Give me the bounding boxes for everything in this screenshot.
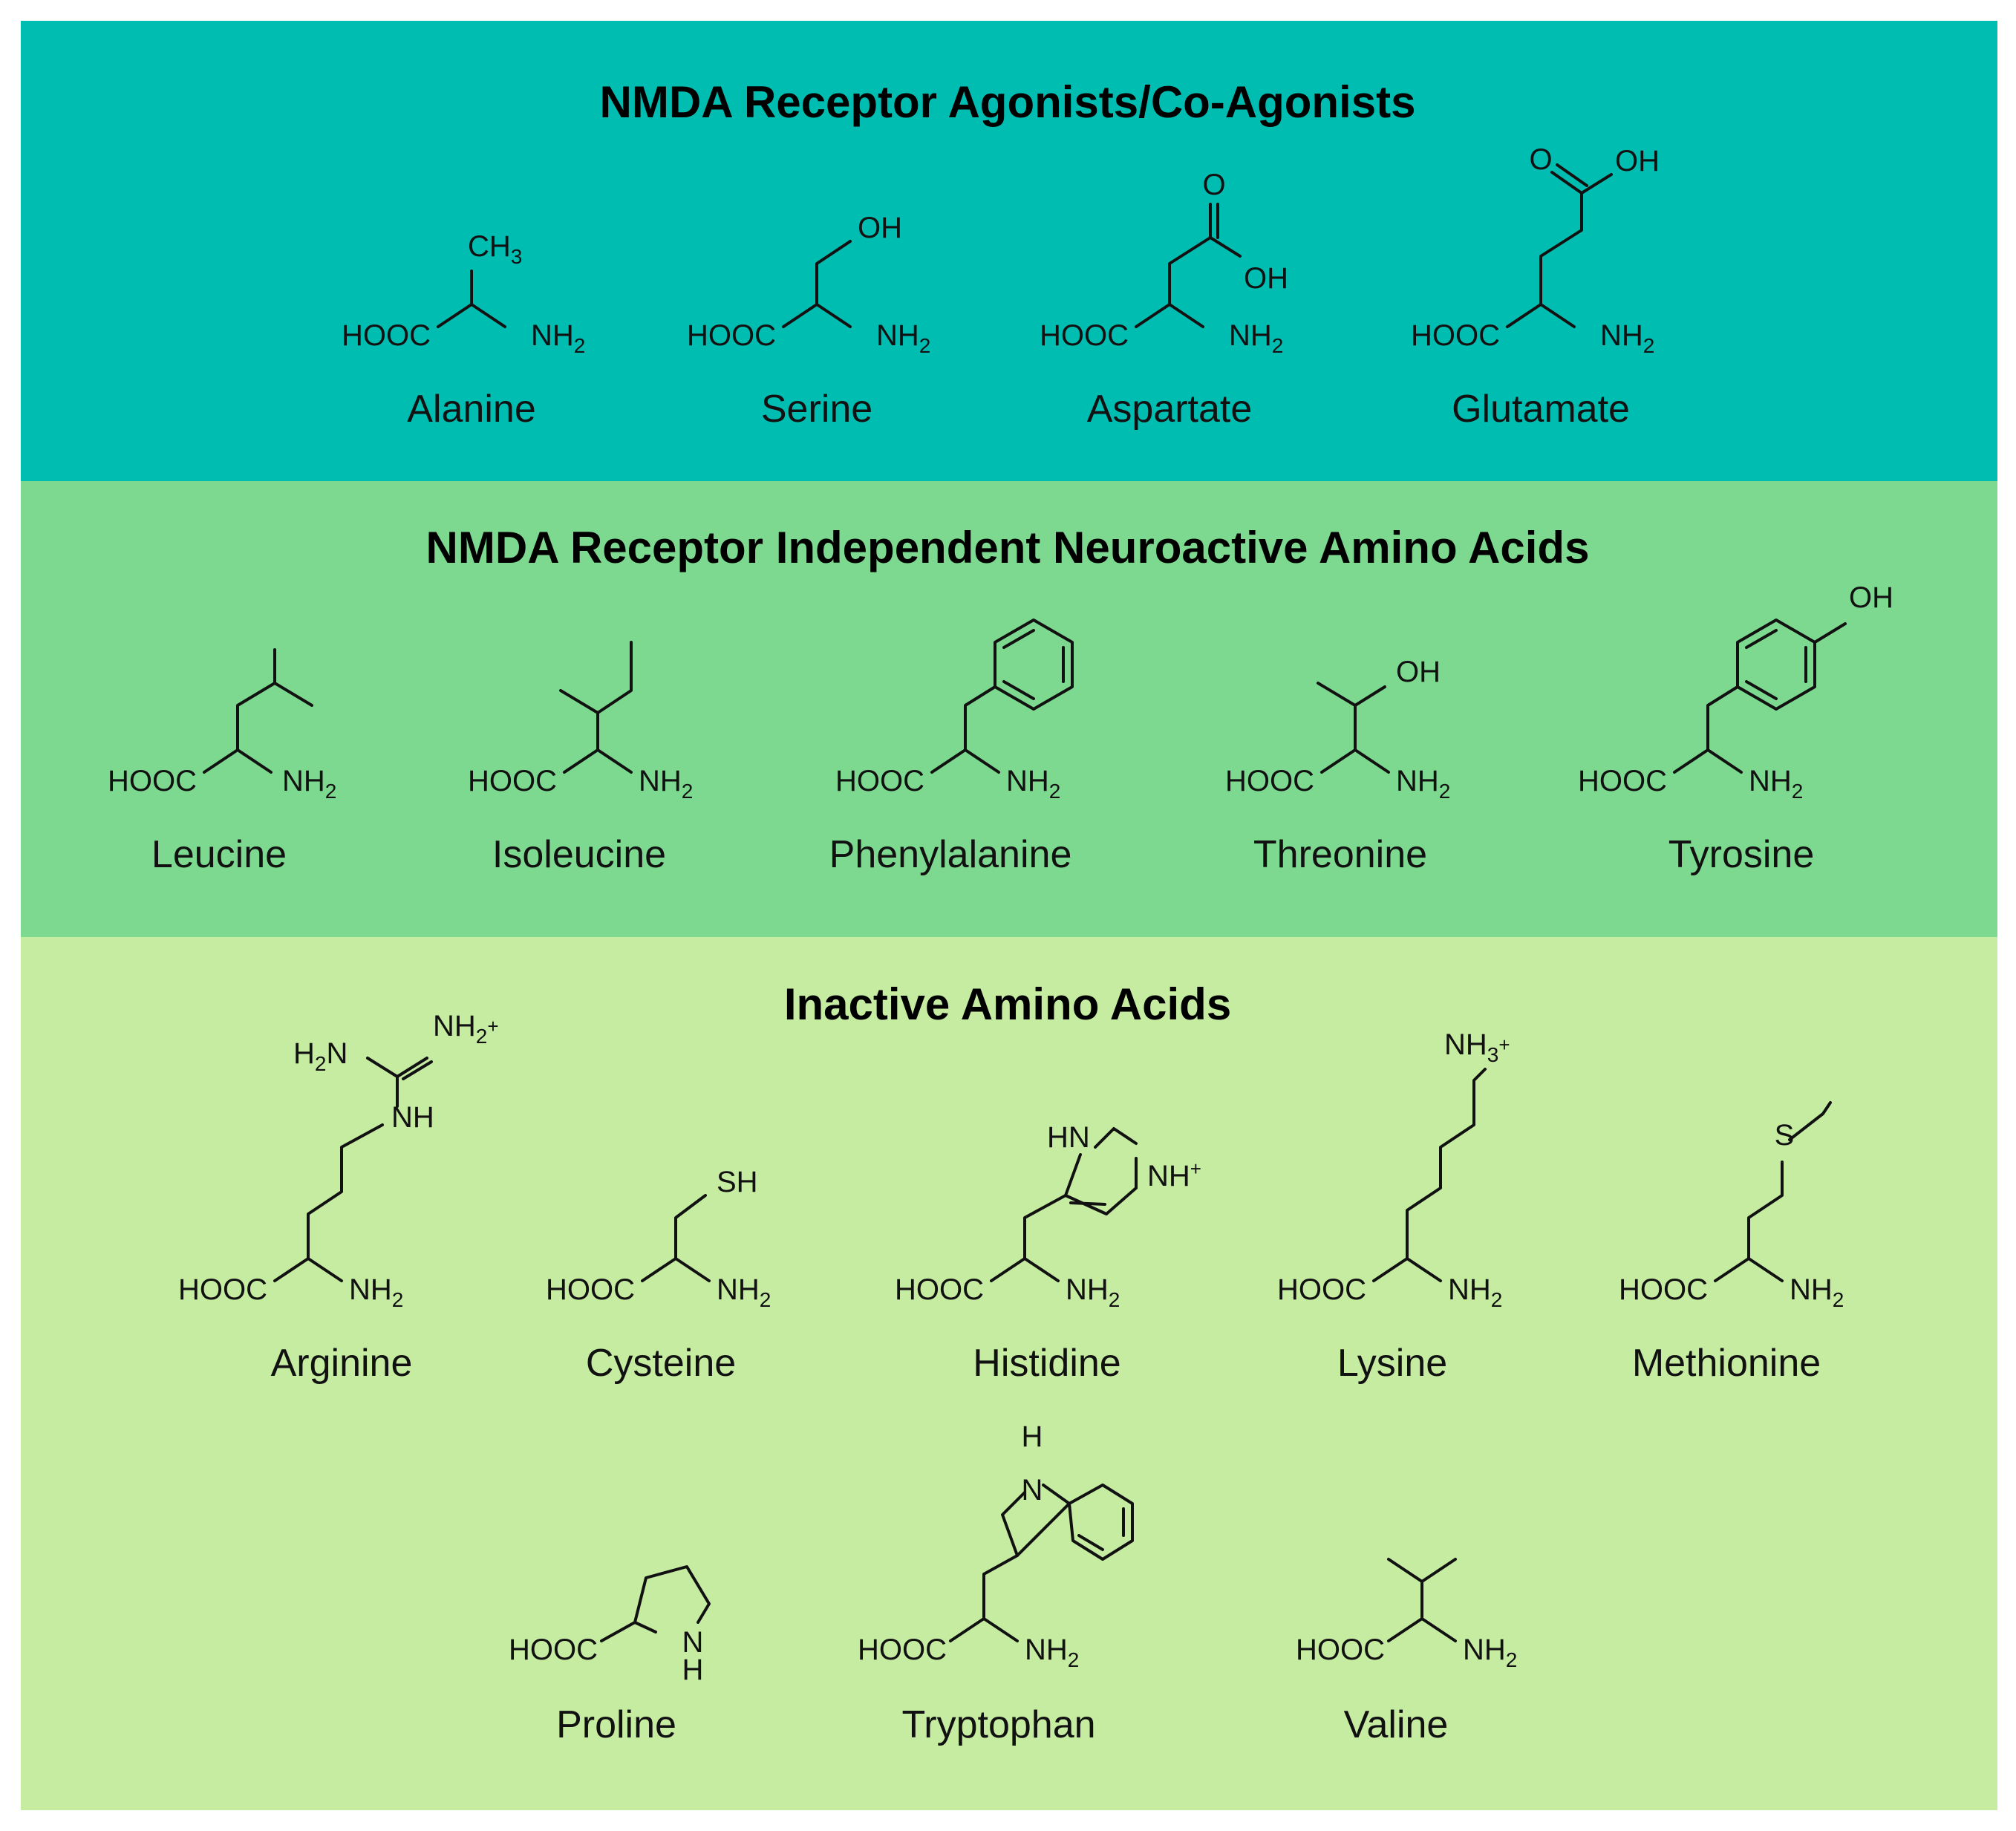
amine-group: NH2	[639, 765, 693, 803]
acid-group: HOOC	[509, 1633, 598, 1666]
compound-name: Leucine	[151, 833, 287, 876]
compound-name: Glutamate	[1452, 388, 1630, 431]
acid-group: HOOC	[1619, 1273, 1708, 1306]
section-title-agonists: NMDA Receptor Agonists/Co-Agonists	[600, 77, 1416, 127]
section-title-independent: NMDA Receptor Independent Neuroactive Am…	[426, 523, 1590, 572]
acid-group: HOOC	[687, 319, 776, 352]
ring-h: H	[682, 1654, 704, 1686]
structure-histidine: HOOC NH2 HN NH+ Histidine	[895, 1121, 1201, 1385]
structure-serine: HOOC NH2 OH Serine	[687, 212, 930, 431]
compound-name: Tryptophan	[901, 1703, 1095, 1746]
guanidino-amine: H2N	[293, 1037, 348, 1075]
structure-leucine: HOOC NH2 Leucine	[108, 648, 336, 876]
structure-tryptophan: HOOC NH2 N H Tryptophan	[858, 1420, 1134, 1746]
carbonyl-oxygen: O	[1202, 169, 1225, 201]
structure-phenylalanine: HOOC NH2 Phenylalanine	[829, 619, 1074, 876]
acid-group: HOOC	[1411, 319, 1500, 352]
panel-agonists	[21, 21, 1997, 481]
structure-cysteine: HOOC NH2 SH Cysteine	[546, 1166, 771, 1385]
acid-group: HOOC	[1296, 1633, 1385, 1666]
ammonium-group: NH3+	[1444, 1028, 1510, 1066]
acid-group: HOOC	[546, 1273, 635, 1306]
ring-n: N	[682, 1626, 704, 1659]
amine-group: NH2	[876, 319, 930, 357]
amine-group: NH2	[1790, 1273, 1844, 1311]
acid-group: HOOC	[1225, 765, 1314, 797]
structure-isoleucine: HOOC NH2 Isoleucine	[468, 641, 693, 876]
guanidinium-group: NH2+	[433, 1010, 499, 1048]
amine-group: NH2	[1749, 765, 1803, 803]
acid-group: HOOC	[1578, 765, 1667, 797]
amine-group: NH2	[1066, 1273, 1120, 1311]
structure-threonine: HOOC NH2 OH Threonine	[1225, 656, 1450, 876]
compound-name: Valine	[1344, 1703, 1449, 1746]
amine-group: NH2	[1396, 765, 1450, 803]
compound-name: Isoleucine	[492, 833, 666, 876]
amine-group: NH2	[349, 1273, 403, 1311]
acid-group: HOOC	[468, 765, 557, 797]
structure-methionine: HOOC NH2 S Methionine	[1619, 1101, 1844, 1385]
acid-group: HOOC	[858, 1633, 947, 1666]
hydroxyl-group: OH	[1849, 581, 1893, 614]
compound-name: Serine	[761, 388, 872, 431]
acid-group: HOOC	[1040, 319, 1129, 352]
structure-alanine: HOOC NH2 CH3 Alanine	[342, 230, 585, 431]
carbonyl-oxygen: O	[1529, 143, 1552, 176]
compound-name: Methionine	[1632, 1342, 1821, 1385]
compound-name: Histidine	[973, 1342, 1120, 1385]
hydroxyl-group: OH	[1244, 262, 1288, 295]
ring-nh-plus: NH+	[1147, 1158, 1201, 1192]
amine-group: NH2	[717, 1273, 771, 1311]
compound-name: Aspartate	[1087, 388, 1253, 431]
structure-valine: HOOC NH2 Valine	[1296, 1558, 1517, 1746]
amine-group: NH2	[1006, 765, 1060, 803]
thiol-group: SH	[717, 1166, 758, 1198]
indole-h: H	[1022, 1420, 1043, 1453]
compound-name: Threonine	[1253, 833, 1427, 876]
structure-glutamate: HOOC NH2 O OH Glutamate	[1411, 143, 1660, 431]
hydroxyl-group: OH	[1615, 145, 1660, 177]
acid-group: HOOC	[342, 319, 431, 352]
acid-group: HOOC	[1277, 1273, 1366, 1306]
amine-group: NH2	[1463, 1633, 1517, 1671]
structure-tyrosine: OH HOOC NH2 Tyrosine	[1578, 581, 1893, 876]
ring-nh: HN	[1047, 1121, 1090, 1154]
structure-aspartate: HOOC NH2 O OH Aspartate	[1040, 169, 1288, 431]
compound-name: Phenylalanine	[829, 833, 1072, 876]
acid-group: HOOC	[835, 765, 924, 797]
compound-name: Cysteine	[586, 1342, 736, 1385]
acid-group: HOOC	[108, 765, 197, 797]
panel-inactive	[21, 937, 1997, 1810]
methyl-group: CH3	[468, 230, 522, 268]
hydroxyl-group: OH	[858, 212, 902, 244]
amine-group: NH2	[282, 765, 336, 803]
structure-arginine: HOOC NH2 NH H2N NH2+ Arginine	[178, 1010, 499, 1385]
compound-name: Alanine	[407, 388, 535, 431]
panel-independent-neuroactive	[21, 481, 1997, 937]
structure-proline: HOOC N H Proline	[509, 1565, 711, 1746]
amine-group: NH2	[1600, 319, 1654, 357]
structure-lysine: HOOC NH2 NH3+ Lysine	[1277, 1028, 1510, 1385]
amine-group: NH2	[1448, 1273, 1502, 1311]
imine-nh: NH	[391, 1101, 434, 1134]
section-title-inactive: Inactive Amino Acids	[784, 979, 1231, 1029]
amine-group: NH2	[531, 319, 585, 357]
amine-group: NH2	[1025, 1633, 1079, 1671]
acid-group: HOOC	[178, 1273, 267, 1306]
amine-group: NH2	[1229, 319, 1283, 357]
sulfur-atom: S	[1775, 1119, 1795, 1152]
compound-name: Lysine	[1337, 1342, 1447, 1385]
indole-n: N	[1022, 1474, 1043, 1507]
acid-group: HOOC	[895, 1273, 984, 1306]
compound-name: Tyrosine	[1668, 833, 1815, 876]
compound-name: Arginine	[271, 1342, 413, 1385]
hydroxyl-group: OH	[1396, 656, 1441, 688]
compound-name: Proline	[556, 1703, 676, 1746]
